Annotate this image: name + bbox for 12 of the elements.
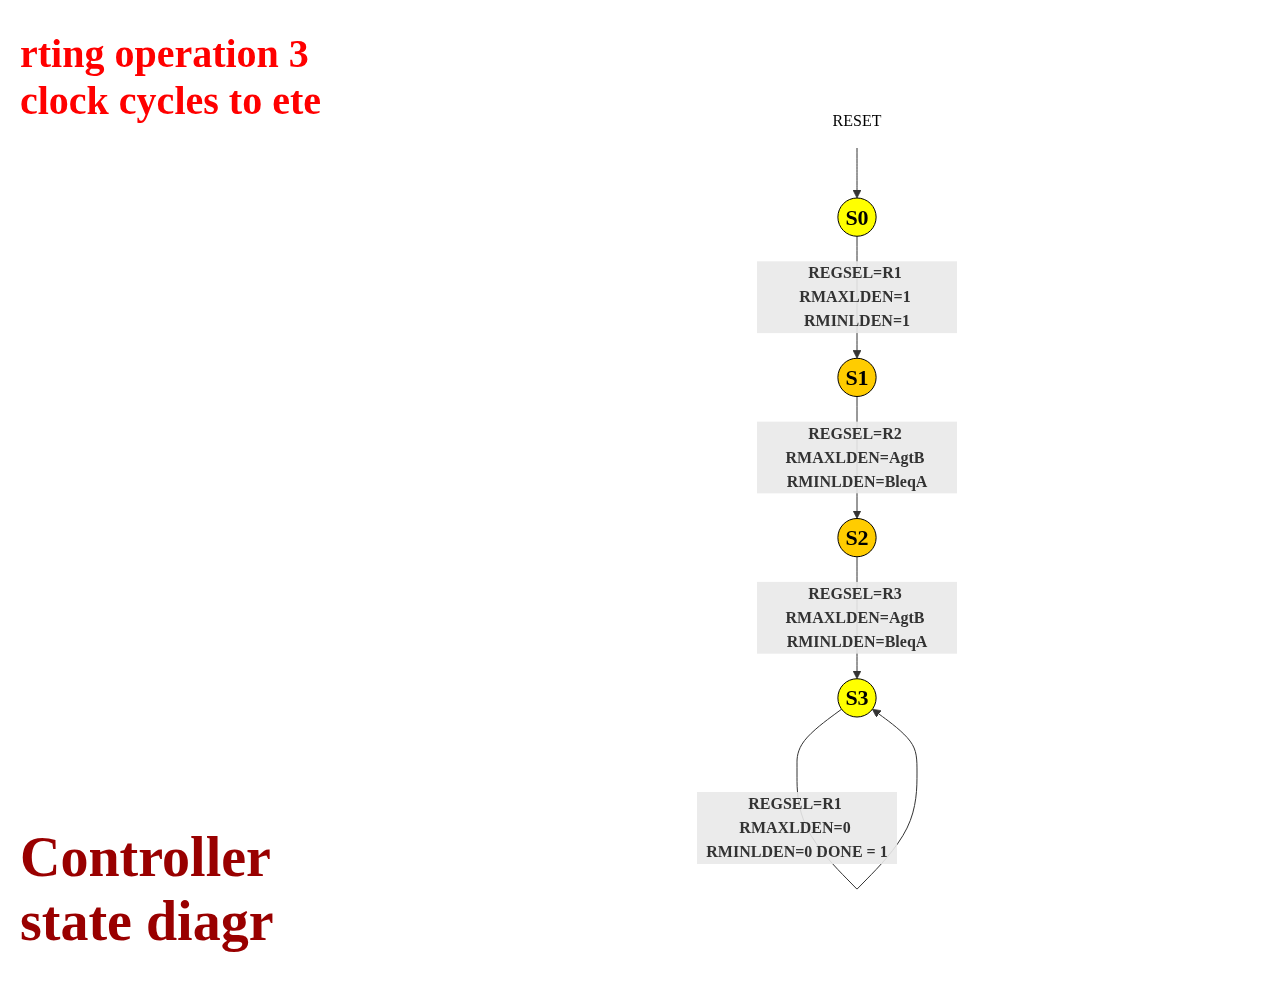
note-text: rting operation 3 clock cycles to ete <box>20 30 322 124</box>
node-circle: S2 <box>836 517 877 558</box>
node-circle: S0 <box>836 197 877 237</box>
edge-label: REGSEL=R1 RMAXLDEN=1 RMINLDEN=1 <box>798 264 911 330</box>
edge-label: REGSEL=R3 RMAXLDEN=AgtB RMINLDEN=BleqA <box>785 584 927 650</box>
node-circle: S1 <box>836 357 877 397</box>
edge-label: REGSEL=R1 RMAXLDEN=0 RMINLDEN=0 DONE = 1 <box>705 794 888 860</box>
edge-label: REGSEL=R2 RMAXLDEN=AgtB RMINLDEN=BleqA <box>785 424 927 490</box>
arrow <box>852 147 861 199</box>
title: Controller state diagr <box>20 825 275 953</box>
node-text: RESET <box>832 111 881 129</box>
node-circle: S3 <box>836 678 877 718</box>
